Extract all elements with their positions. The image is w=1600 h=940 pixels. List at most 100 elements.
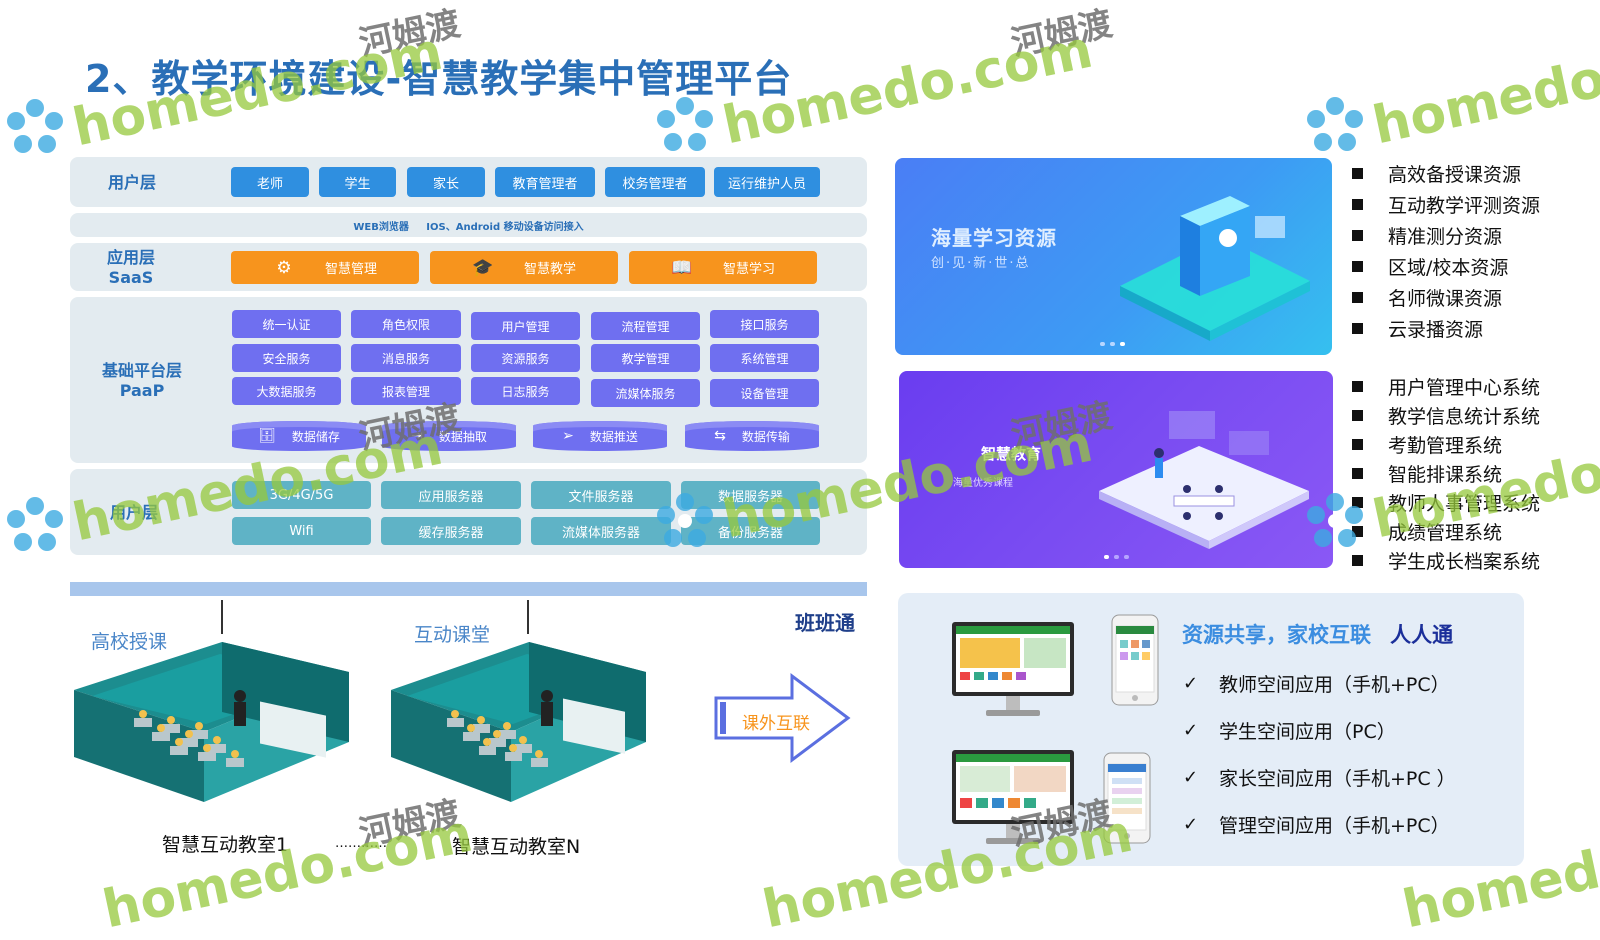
room2-tag: 互动课堂 — [414, 624, 491, 646]
list-item: 学生成长档案系统 — [1352, 546, 1540, 575]
isometric-library-illustration — [1120, 196, 1310, 341]
list-item-label: 管理空间应用（手机+PC） — [1219, 815, 1450, 837]
isometric-classroom-illustration — [1099, 411, 1309, 549]
access-bar-text: WEB浏览器 IOS、Android 移动设备访问接入 — [353, 221, 584, 233]
check-icon: ✓ — [1183, 673, 1199, 694]
service-teaching-management: 教学管理 — [591, 344, 700, 372]
infra-app-server: 应用服务器 — [381, 481, 521, 509]
list-item: 用户管理中心系统 — [1352, 372, 1540, 401]
resources-banner: 海量学习资源 创·见·新·世·总 — [895, 158, 1332, 355]
role-school-manager: 校务管理者 — [605, 167, 705, 197]
watermark-brand: homedo.com — [1367, 19, 1600, 157]
brand-label: 班班通 — [795, 611, 855, 635]
desktop-monitor-1 — [952, 622, 1074, 716]
list-item: 名师微课资源 — [1352, 282, 1540, 313]
check-icon: ✓ — [1183, 720, 1199, 741]
smart-education-banner-subtitle: 海量优秀课程 — [953, 478, 1013, 489]
service-role-permission: 角色权限 — [351, 310, 461, 338]
hanging-line-1 — [221, 600, 223, 634]
data-extract-label: 数据抽取 — [438, 429, 487, 444]
service-system-management: 系统管理 — [710, 344, 819, 372]
caption-ellipsis: ………… — [335, 836, 387, 851]
desktop-monitor-2 — [952, 750, 1074, 844]
sharing-headline-strong: 人人通 — [1390, 623, 1454, 647]
list-item-label: 教师空间应用（手机+PC） — [1219, 674, 1450, 696]
system-list: 用户管理中心系统 教学信息统计系统 考勤管理系统 智能排课系统 教师人事管理系统… — [1352, 372, 1540, 575]
sharing-list: ✓ 教师空间应用（手机+PC） ✓ 学生空间应用（PC） ✓ 家长空间应用（手机+PC… — [1183, 660, 1456, 848]
classroom-1-illustration — [74, 642, 349, 802]
data-transfer-label: 数据传输 — [741, 429, 790, 444]
caption-room-1: 智慧互动教室1 — [162, 834, 289, 856]
flower-logo-icon — [657, 493, 713, 547]
room1-tag: 高校授课 — [91, 631, 168, 653]
list-item: 教师人事管理系统 — [1352, 488, 1540, 517]
phone-1 — [1111, 614, 1159, 706]
data-storage: 🗄 数据储存 — [232, 421, 366, 451]
divider-bar — [70, 582, 867, 596]
send-icon: ➢ — [562, 428, 574, 444]
sharing-headline: 资源共享，家校互联 人人通 — [1182, 619, 1453, 649]
service-process-management: 流程管理 — [591, 312, 700, 340]
list-item: 智能排课系统 — [1352, 459, 1540, 488]
infra-mobile-network: 3G/4G/5G — [232, 481, 371, 509]
resources-banner-subtitle: 创·见·新·世·总 — [931, 256, 1031, 271]
list-item: 教学信息统计系统 — [1352, 401, 1540, 430]
role-edu-manager: 教育管理者 — [495, 167, 595, 197]
list-item: 云录播资源 — [1352, 313, 1540, 344]
list-item: ✓ 家长空间应用（手机+PC ） — [1183, 754, 1456, 801]
watermark-cn: 河姆渡 — [1007, 3, 1116, 65]
list-item-label: 家长空间应用（手机+PC ） — [1219, 768, 1456, 790]
service-message: 消息服务 — [351, 344, 461, 372]
flower-logo-icon — [7, 99, 63, 153]
phone-2 — [1103, 752, 1151, 844]
smart-education-banner-title: 智慧教育 — [981, 445, 1042, 463]
list-item: 高效备授课资源 — [1352, 158, 1540, 189]
list-item: 精准测分资源 — [1352, 220, 1540, 251]
arrow-icon — [714, 673, 851, 763]
list-item-label: 学生空间应用（PC） — [1219, 721, 1396, 743]
infra-wifi: Wifi — [232, 517, 371, 545]
access-bar: WEB浏览器 IOS、Android 移动设备访问接入 — [70, 213, 867, 237]
list-item: 考勤管理系统 — [1352, 430, 1540, 459]
app-smart-management-label: 智慧管理 — [324, 262, 377, 277]
graduation-cap-icon: 🎓 — [472, 257, 494, 278]
check-icon: ✓ — [1183, 767, 1199, 788]
arrow-label: 课外互联 — [742, 714, 810, 734]
service-big-data: 大数据服务 — [232, 377, 341, 405]
check-icon: ✓ — [1183, 814, 1199, 835]
service-security: 安全服务 — [232, 344, 341, 372]
app-smart-management: ⚙ 智慧管理 — [231, 251, 419, 284]
infra-layer-label: 用户层 — [109, 503, 158, 522]
role-ops-staff: 运行维护人员 — [714, 167, 820, 197]
page-title: 2、教学环境建设-智慧教学集中管理平台 — [85, 57, 793, 101]
carousel-dots-bottom — [1104, 555, 1134, 559]
list-item: ✓ 学生空间应用（PC） — [1183, 707, 1456, 754]
resource-list: 高效备授课资源 互动教学评测资源 精准测分资源 区域/校本资源 名师微课资源 云… — [1352, 158, 1540, 344]
infra-file-server: 文件服务器 — [531, 481, 671, 509]
saas-layer-label: 应用层 SaaS — [106, 248, 155, 287]
smart-education-banner: 智慧教育 海量优秀课程 — [899, 371, 1333, 568]
transfer-icon: ⇆ — [714, 428, 726, 444]
user-layer-label: 用户层 — [107, 173, 156, 192]
service-interface: 接口服务 — [710, 310, 819, 338]
service-device-management: 设备管理 — [710, 379, 819, 407]
role-parent: 家长 — [407, 167, 485, 197]
service-streaming: 流媒体服务 — [591, 379, 700, 407]
list-item: ✓ 教师空间应用（手机+PC） — [1183, 660, 1456, 707]
service-unified-auth: 统一认证 — [232, 310, 341, 338]
service-report: 报表管理 — [351, 377, 461, 405]
data-transfer: ⇆ 数据传输 — [685, 421, 819, 451]
flower-logo-icon — [7, 497, 63, 551]
data-storage-label: 数据储存 — [291, 429, 340, 444]
infra-streaming-server: 流媒体服务器 — [531, 517, 671, 545]
app-smart-teaching-label: 智慧教学 — [523, 262, 576, 277]
list-item: 成绩管理系统 — [1352, 517, 1540, 546]
infra-cache-server: 缓存服务器 — [381, 517, 521, 545]
classroom-2-illustration — [391, 642, 646, 802]
app-smart-learning-label: 智慧学习 — [722, 262, 775, 277]
flower-logo-icon — [1307, 97, 1363, 151]
role-teacher: 老师 — [231, 167, 309, 197]
sharing-headline-text: 资源共享，家校互联 — [1182, 623, 1371, 647]
data-extract: ⇥ 数据抽取 — [382, 421, 516, 451]
database-icon: 🗄 — [258, 428, 276, 444]
